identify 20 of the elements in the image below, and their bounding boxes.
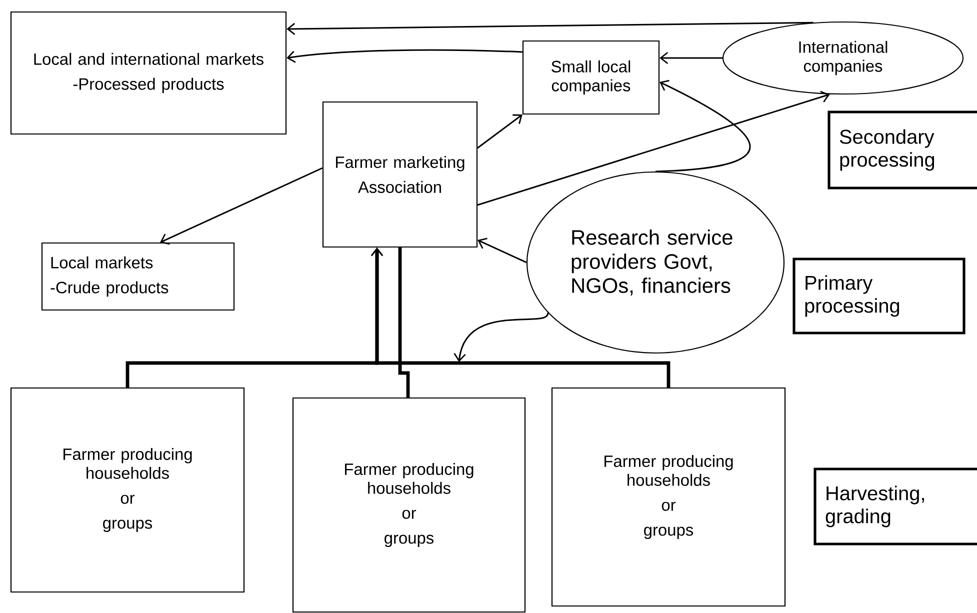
household-box: Farmer producing households or groups	[10, 387, 245, 593]
household-box: Farmer producing households or groups	[292, 397, 526, 613]
stage-box: Secondary processing	[828, 110, 977, 190]
arrow	[478, 238, 527, 264]
arrow	[477, 114, 522, 149]
arrow	[454, 312, 549, 362]
arrow	[286, 49, 522, 63]
market-box: Local and international markets -Processed products	[10, 11, 287, 135]
arrow	[160, 167, 323, 245]
arrow	[286, 22, 814, 35]
arrow	[477, 90, 830, 206]
arrow	[660, 52, 722, 64]
process-box: Small local companies	[522, 40, 660, 115]
arrow	[370, 248, 670, 388]
arrow	[655, 80, 750, 172]
stage-box: Primary processing	[792, 258, 966, 334]
process-box: Farmer marketing Association	[322, 101, 478, 248]
household-box: Farmer producing households or groups	[551, 387, 786, 607]
market-box: Local markets -Crude products	[41, 242, 235, 311]
stage-box: Harvesting, grading	[814, 468, 977, 546]
